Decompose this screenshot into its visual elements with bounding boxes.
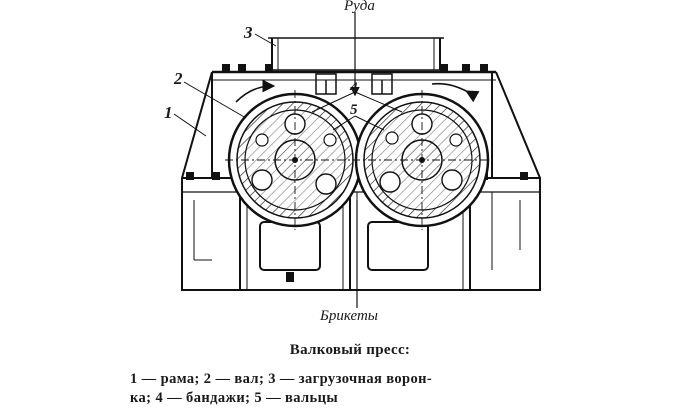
roller-press-drawing: Руда 3 2 1 4 5 Брикеты <box>164 0 541 324</box>
label-5: 5 <box>350 102 358 118</box>
label-4: 4 <box>349 80 358 96</box>
loading-hopper <box>268 37 444 71</box>
briquettes-label: Брикеты <box>319 308 378 324</box>
label-3: 3 <box>243 23 253 42</box>
ore-label: Руда <box>343 0 375 14</box>
left-roller <box>225 90 365 230</box>
caption-legend-line-2: ка; 4 — бандажи; 5 — вальцы <box>130 390 339 406</box>
right-roller <box>352 90 492 230</box>
caption-title: Валковый пресс: <box>289 342 411 358</box>
label-2: 2 <box>173 69 183 88</box>
label-1: 1 <box>164 103 173 122</box>
leader-lines <box>173 33 403 137</box>
center-bracket <box>315 73 393 95</box>
rotation-arrows <box>235 79 480 103</box>
caption-legend-line-1: 1 — рама; 2 — вал; 3 — загрузочная ворон… <box>130 371 433 387</box>
